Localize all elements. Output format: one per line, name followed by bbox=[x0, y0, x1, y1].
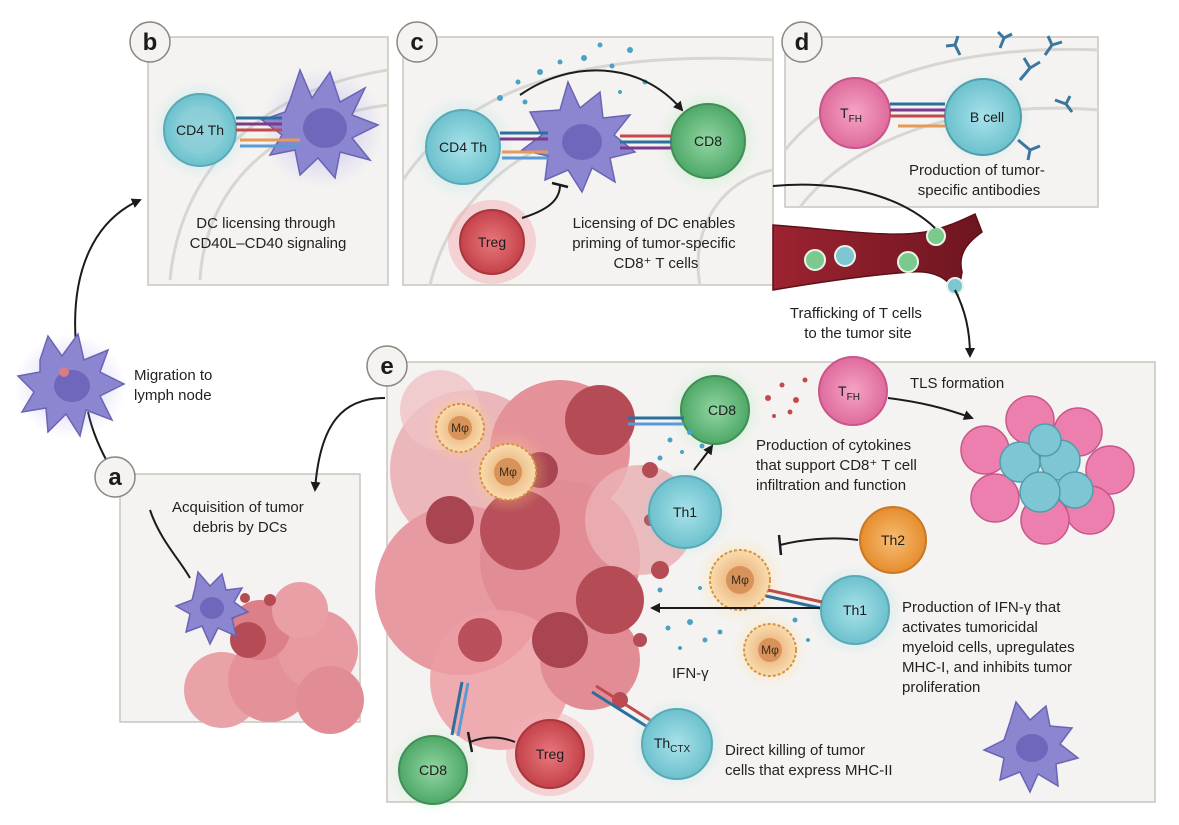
macrophage-2: Mφ bbox=[466, 430, 550, 514]
cd8-label-c: CD8 bbox=[694, 133, 722, 149]
cd4-th-nucleus bbox=[176, 106, 224, 154]
cd8-bottom-label: CD8 bbox=[419, 762, 447, 778]
treg-label-e: Treg bbox=[536, 746, 564, 762]
treg-cell-e bbox=[515, 719, 585, 789]
dc-nucleus-c bbox=[562, 124, 602, 160]
ifng-description: Production of IFN-γ that activates tumor… bbox=[902, 599, 1079, 696]
th2-label: Th2 bbox=[881, 532, 905, 548]
trafficking-label: Trafficking of T cells to the tumor site bbox=[790, 305, 926, 342]
arrow-e-to-a bbox=[310, 397, 386, 492]
cd4-th-label-c: CD4 Th bbox=[439, 139, 487, 155]
migration-label: Migration to lymph node bbox=[134, 367, 217, 404]
tcr-cd8-bottom bbox=[450, 681, 470, 737]
svg-text:Mφ: Mφ bbox=[499, 465, 517, 479]
treg-label-c: Treg bbox=[478, 234, 506, 250]
b-cell-label-d: B cell bbox=[970, 109, 1004, 125]
thctx-cell bbox=[641, 708, 713, 780]
cytokine-dots-th1 bbox=[657, 429, 705, 461]
svg-text:Mφ: Mφ bbox=[451, 421, 469, 435]
arrow-into-dc-a bbox=[149, 509, 191, 579]
badge-d: d bbox=[781, 21, 823, 63]
antibodies-d bbox=[945, 30, 1074, 161]
svg-text:c: c bbox=[410, 29, 423, 56]
ifng-label: IFN-γ bbox=[672, 665, 709, 682]
treg-cell-c bbox=[459, 209, 525, 275]
treg-inhibit-c bbox=[521, 184, 561, 219]
badge-c: c bbox=[396, 21, 438, 63]
cd8-top-cell bbox=[680, 375, 750, 445]
badge-a: a bbox=[94, 456, 136, 498]
tumor-debris-particle bbox=[59, 367, 69, 377]
th2-cell bbox=[859, 506, 927, 574]
panel-a-caption: Acquisition of tumor debris by DCs bbox=[172, 499, 308, 536]
cytokine-dots-c bbox=[497, 42, 648, 105]
migrating-dc-nucleus bbox=[54, 370, 90, 402]
arrow-vessel-to-e bbox=[954, 289, 975, 358]
vessel-cells bbox=[804, 226, 964, 295]
tls-cluster bbox=[960, 395, 1135, 545]
cd4-th-label: CD4 Th bbox=[176, 122, 224, 138]
cd8-bottom-cell bbox=[398, 735, 468, 805]
svg-text:a: a bbox=[108, 464, 122, 491]
tumor-mass-a bbox=[184, 582, 364, 734]
macrophage-3: Mφ bbox=[696, 536, 784, 624]
th2-inhibit bbox=[779, 537, 859, 546]
cd40-receptor-pairs bbox=[236, 116, 300, 148]
killing-label: Direct killing of tumor cells that expre… bbox=[725, 742, 893, 779]
arrow-dc-to-cd8 bbox=[519, 69, 684, 112]
svg-text:e: e bbox=[380, 353, 393, 380]
panel-d-caption: Production of tumor- specific antibodies bbox=[909, 162, 1049, 199]
arrow-c-to-vessel bbox=[772, 183, 936, 229]
treg-inhibit-bar-c bbox=[551, 181, 569, 189]
svg-text:b: b bbox=[143, 29, 158, 56]
svg-text:Mφ: Mφ bbox=[761, 643, 779, 657]
th1-left-cell bbox=[648, 475, 722, 549]
panel-c-caption: Licensing of DC enables priming of tumor… bbox=[572, 215, 740, 272]
badge-e: e bbox=[366, 345, 408, 387]
macrophage-4: Mφ bbox=[732, 612, 808, 688]
tls-label: TLS formation bbox=[910, 375, 1004, 392]
cytokine-dots-tfh bbox=[765, 377, 808, 418]
dc-nucleus-a bbox=[200, 597, 224, 619]
svg-text:d: d bbox=[795, 29, 810, 56]
dc-nucleus-e bbox=[1016, 734, 1048, 762]
tfh-label-d: TFH bbox=[840, 105, 862, 125]
arrow-migration-to-b bbox=[74, 198, 142, 346]
th1-right-cell bbox=[820, 575, 890, 645]
svg-text:Mφ: Mφ bbox=[731, 573, 749, 587]
receptors-c bbox=[500, 131, 671, 160]
th1-right-label: Th1 bbox=[843, 602, 867, 618]
treg-inhibit-e bbox=[469, 736, 516, 743]
badge-b: b bbox=[129, 21, 171, 63]
tcr-cd8-top bbox=[628, 416, 684, 426]
tcr-th1-right bbox=[765, 588, 823, 610]
cytokines-label: Production of cytokines that support CD8… bbox=[756, 437, 921, 494]
receptors-d bbox=[890, 102, 945, 128]
th2-inhibit-bar bbox=[777, 534, 783, 556]
panel-b-caption: DC licensing through CD40L–CD40 signalin… bbox=[190, 215, 347, 252]
tfh-cell-e bbox=[818, 356, 888, 426]
tfh-cell-d bbox=[819, 77, 891, 149]
dc-nucleus bbox=[303, 108, 347, 148]
cd8-top-label: CD8 bbox=[708, 402, 736, 418]
thctx-label: ThCTX bbox=[654, 735, 691, 755]
arrow-tfh-to-tls bbox=[887, 397, 974, 420]
tfh-label-e: TFH bbox=[838, 383, 860, 403]
ifng-dots bbox=[657, 586, 810, 650]
cd4-th-cell-c bbox=[425, 109, 501, 185]
th1-left-label: Th1 bbox=[673, 504, 697, 520]
